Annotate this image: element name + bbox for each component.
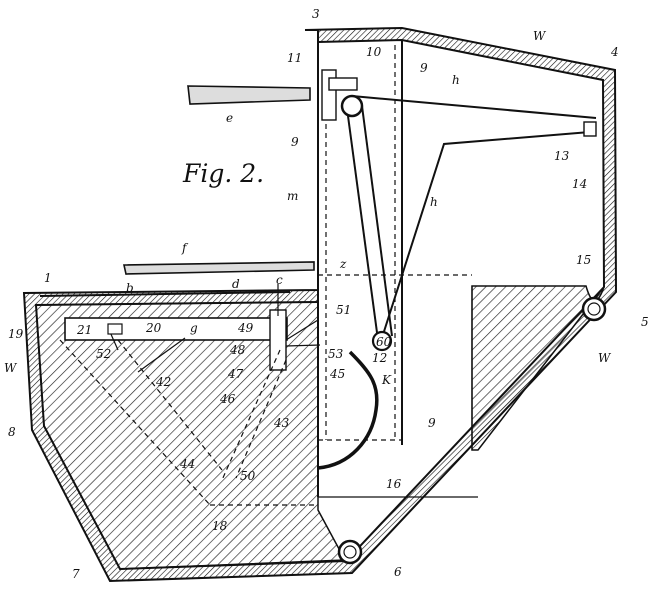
label-21: 21 — [76, 323, 92, 337]
label-W-left: W — [4, 361, 18, 375]
pulley-15 — [581, 296, 607, 322]
label-11: 11 — [287, 51, 302, 65]
label-c: c — [276, 273, 283, 287]
label-50: 50 — [240, 469, 256, 483]
label-m: m — [287, 189, 298, 203]
label-13: 13 — [554, 149, 570, 163]
label-7: 7 — [72, 567, 80, 581]
label-45: 45 — [329, 367, 345, 381]
label-h-mid: h — [430, 195, 438, 209]
label-W-top: W — [533, 29, 547, 43]
label-53: 53 — [328, 347, 344, 361]
label-3: 3 — [312, 7, 320, 21]
label-g: g — [190, 321, 198, 335]
label-44: 44 — [179, 457, 195, 471]
hatched-fill — [35, 285, 605, 570]
label-10: 10 — [366, 45, 382, 59]
pulley-16 — [337, 539, 363, 565]
belt-h — [340, 94, 597, 352]
label-z: z — [339, 257, 347, 271]
label-h-top: h — [452, 73, 460, 87]
label-60: 60 — [376, 335, 392, 349]
label-W-right: W — [598, 351, 612, 365]
linkage — [59, 284, 321, 506]
label-4: 4 — [610, 45, 619, 59]
label-42: 42 — [155, 375, 171, 389]
band-K — [317, 350, 379, 470]
label-14: 14 — [572, 177, 587, 191]
label-16: 16 — [386, 477, 402, 491]
shelf-e — [187, 69, 358, 121]
label-1: 1 — [44, 271, 52, 285]
label-e: e — [226, 111, 233, 125]
label-43: 43 — [273, 416, 290, 430]
label-15: 15 — [576, 253, 591, 267]
label-19: 19 — [8, 327, 24, 341]
label-9a: 9 — [420, 61, 428, 75]
label-18: 18 — [212, 519, 228, 533]
label-5: 5 — [641, 315, 649, 329]
label-8: 8 — [8, 425, 16, 439]
label-51: 51 — [336, 303, 351, 317]
label-6: 6 — [394, 565, 402, 579]
figure-title: Fig. 2. — [182, 159, 264, 188]
label-20: 20 — [145, 321, 162, 335]
label-f: f — [181, 241, 189, 255]
label-52: 52 — [96, 347, 111, 361]
label-12: 12 — [372, 351, 387, 365]
label-46: 46 — [219, 392, 236, 406]
label-47: 47 — [227, 367, 244, 381]
reference-labels: 3 W 4 10 11 9 9 h e 13 14 m h f 1 15 d c… — [4, 7, 649, 581]
label-48: 48 — [229, 343, 246, 357]
shelf-f — [39, 261, 315, 297]
label-49: 49 — [237, 321, 254, 335]
label-d: d — [232, 277, 240, 291]
label-b: b — [126, 281, 134, 295]
label-9b: 9 — [291, 135, 299, 149]
label-9c: 9 — [428, 416, 436, 430]
label-K: K — [381, 373, 392, 387]
